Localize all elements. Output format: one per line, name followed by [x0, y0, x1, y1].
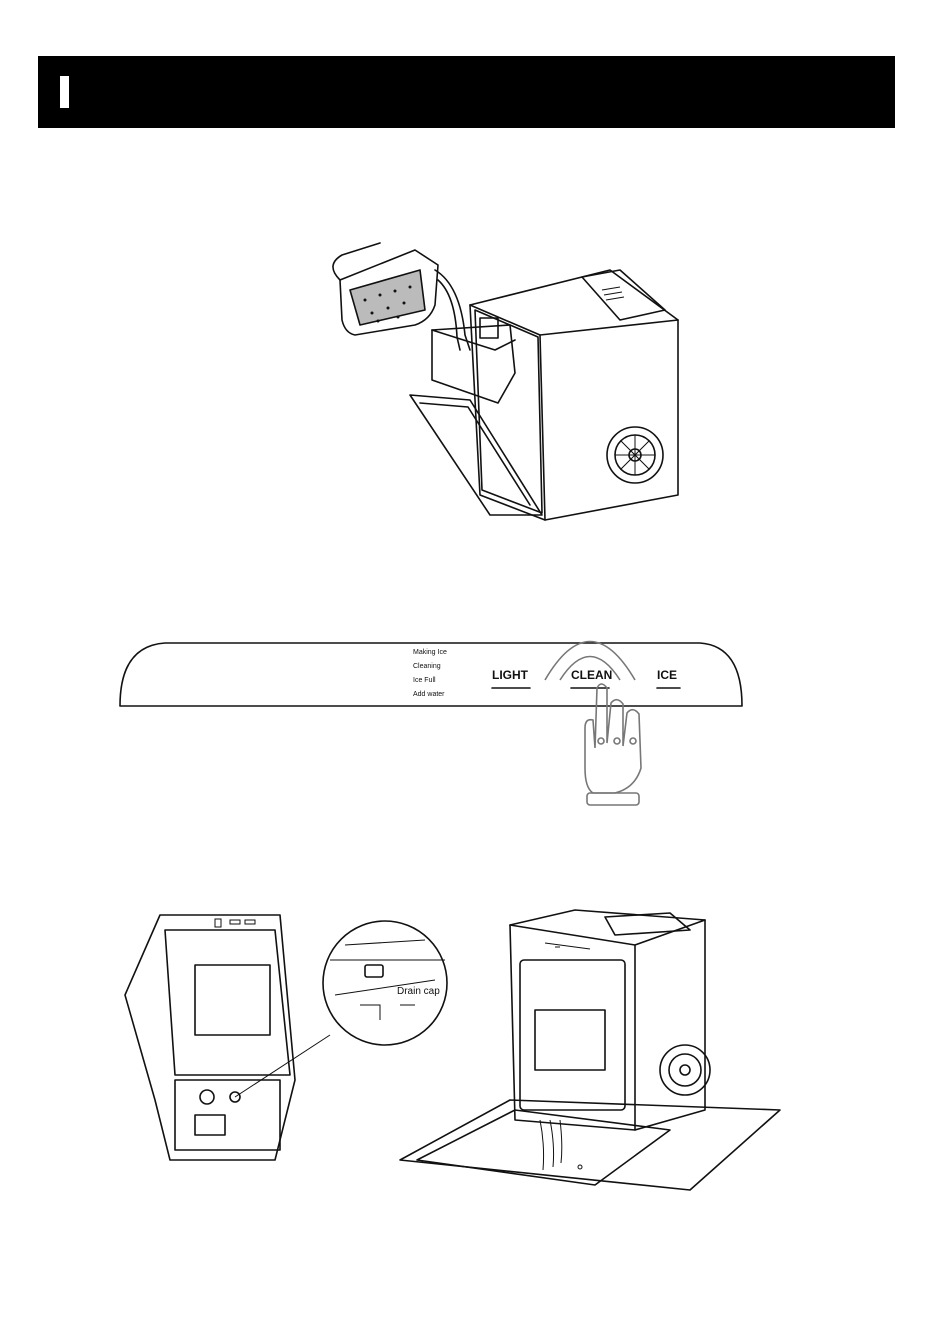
- drain-cap-label: Drain cap: [397, 986, 440, 997]
- pitcher-icon: [333, 243, 470, 350]
- ice-button-label: ICE: [657, 668, 677, 682]
- hand-press-icon: [585, 684, 641, 805]
- drain-cap-callout: Drain cap: [323, 921, 447, 1045]
- section-marker: [60, 76, 69, 108]
- control-panel-illustration: Making Ice Cleaning Ice Full Add water L…: [115, 628, 747, 813]
- light-button[interactable]: LIGHT: [492, 668, 530, 688]
- clean-button[interactable]: CLEAN: [545, 642, 635, 689]
- section-header-bar: [38, 56, 895, 128]
- upright-ice-maker-icon: [400, 910, 780, 1190]
- light-button-label: LIGHT: [492, 668, 529, 682]
- ice-button[interactable]: ICE: [657, 668, 680, 688]
- status-indicator-list: Making Ice Cleaning Ice Full Add water: [413, 649, 447, 698]
- status-label-ice-full: Ice Full: [413, 677, 436, 684]
- fan-vent-icon: [607, 427, 663, 483]
- fill-water-illustration: [320, 225, 690, 530]
- drain-cap-illustration: Drain cap: [115, 905, 785, 1195]
- status-label-add-water: Add water: [413, 691, 445, 698]
- status-label-cleaning: Cleaning: [413, 663, 441, 670]
- ice-maker-icon: [410, 270, 678, 520]
- drain-cap-icon: [365, 965, 383, 977]
- status-label-making-ice: Making Ice: [413, 649, 447, 656]
- clean-button-label: CLEAN: [571, 668, 612, 682]
- tilted-ice-maker-icon: [125, 915, 330, 1160]
